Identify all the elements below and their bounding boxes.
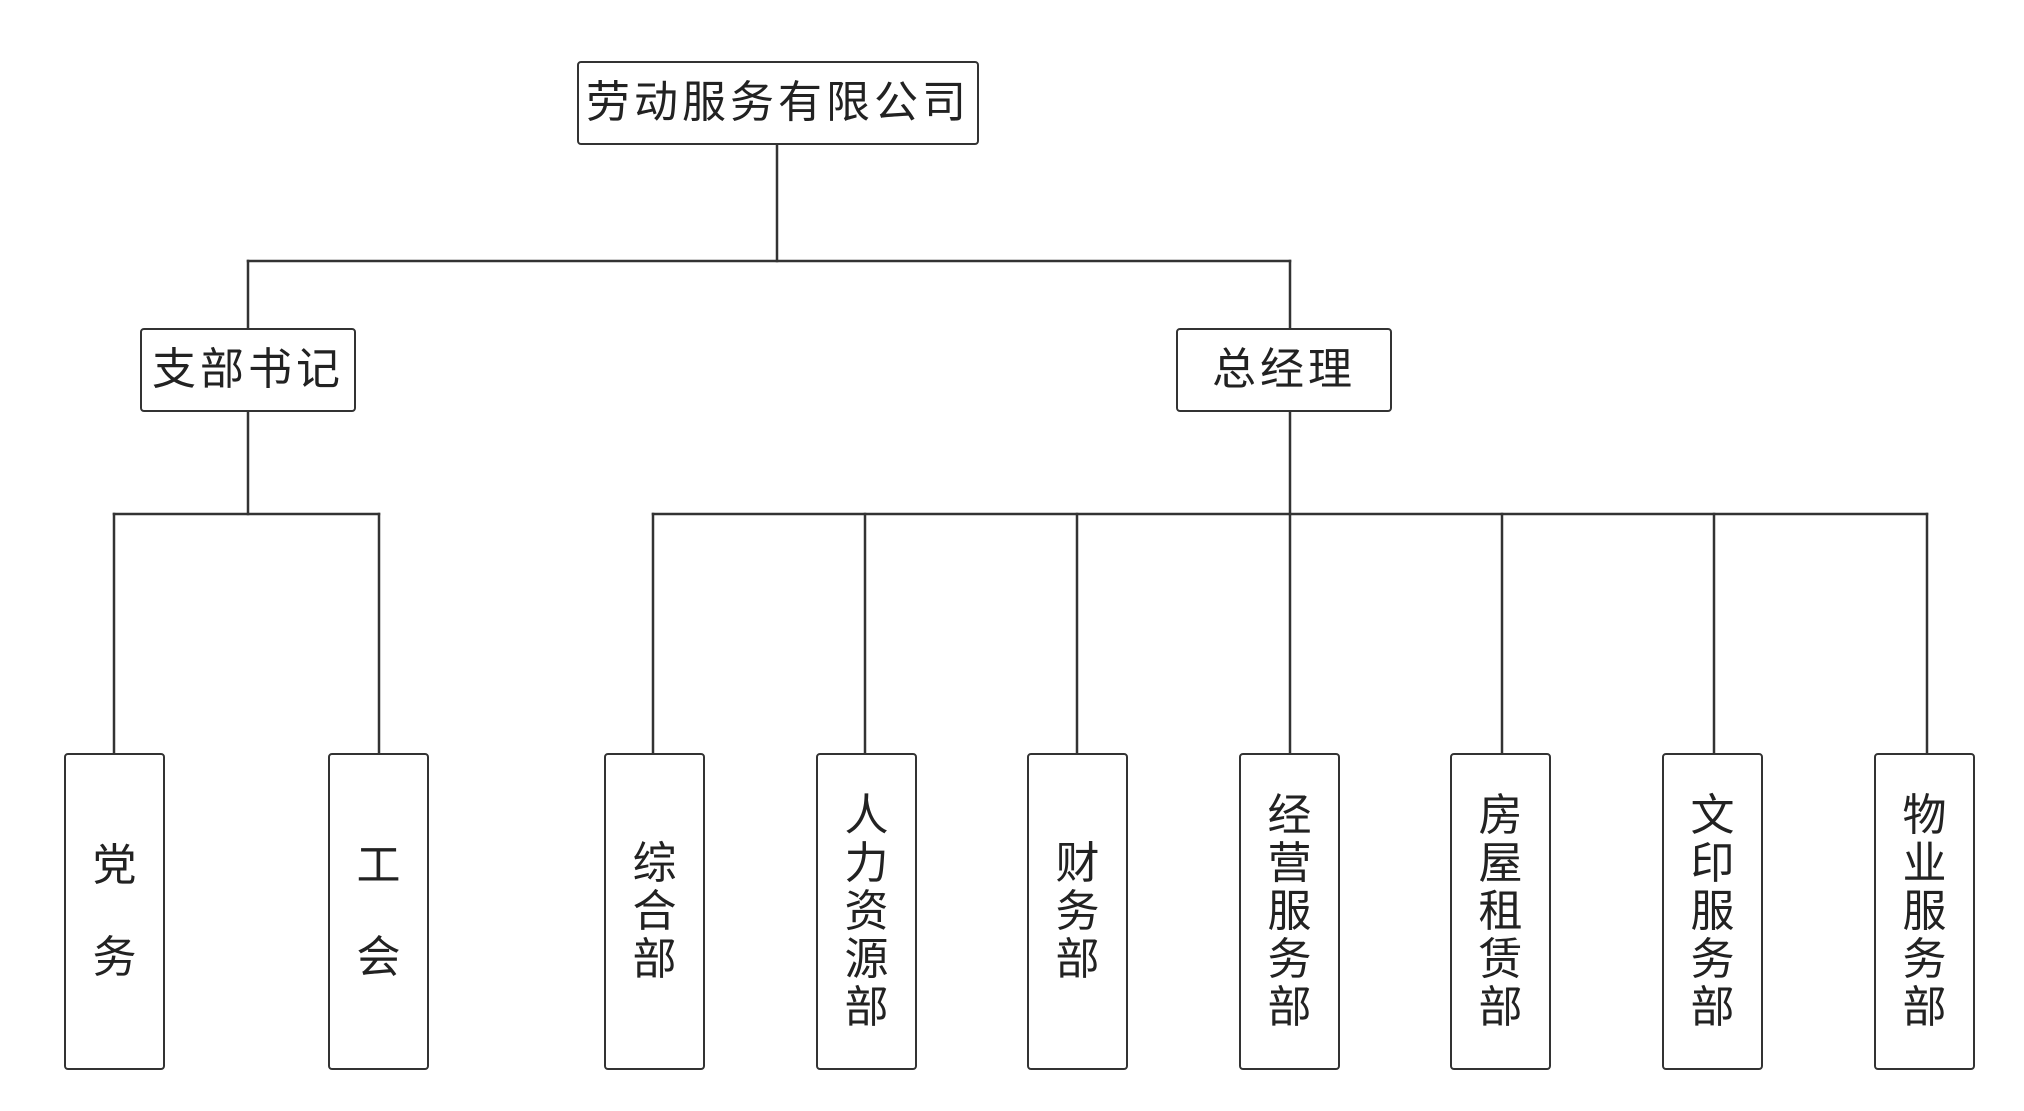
org-node-general-manager: 总经理 <box>1176 328 1392 412</box>
org-node-company: 劳动服务有限公司 <box>577 61 979 145</box>
org-node-general-dept-label: 综合部 <box>632 837 677 985</box>
org-node-hr-dept: 人力资源部 <box>816 753 917 1070</box>
org-node-property-service-dept: 物业服务部 <box>1874 753 1975 1070</box>
org-node-finance-dept-label: 财务部 <box>1055 837 1100 985</box>
org-node-trade-union: 工会 <box>328 753 429 1070</box>
org-node-branch-secretary: 支部书记 <box>140 328 356 412</box>
org-node-housing-rental-dept-label: 房屋租赁部 <box>1478 789 1523 1033</box>
org-node-general-manager-label: 总经理 <box>1212 344 1356 395</box>
org-node-general-dept: 综合部 <box>604 753 705 1070</box>
org-node-company-label: 劳动服务有限公司 <box>586 77 970 128</box>
org-node-hr-dept-label: 人力资源部 <box>844 789 889 1033</box>
org-node-trade-union-label: 工会 <box>356 839 401 983</box>
org-node-housing-rental-dept: 房屋租赁部 <box>1450 753 1551 1070</box>
org-node-branch-secretary-label: 支部书记 <box>152 344 344 395</box>
org-node-finance-dept: 财务部 <box>1027 753 1128 1070</box>
org-node-business-service-dept-label: 经营服务部 <box>1267 789 1312 1033</box>
org-node-printing-service-dept: 文印服务部 <box>1662 753 1763 1070</box>
org-node-party-affairs: 党务 <box>64 753 165 1070</box>
org-node-party-affairs-label: 党务 <box>92 839 137 983</box>
org-node-property-service-dept-label: 物业服务部 <box>1902 789 1947 1033</box>
org-node-printing-service-dept-label: 文印服务部 <box>1690 789 1735 1033</box>
org-node-business-service-dept: 经营服务部 <box>1239 753 1340 1070</box>
